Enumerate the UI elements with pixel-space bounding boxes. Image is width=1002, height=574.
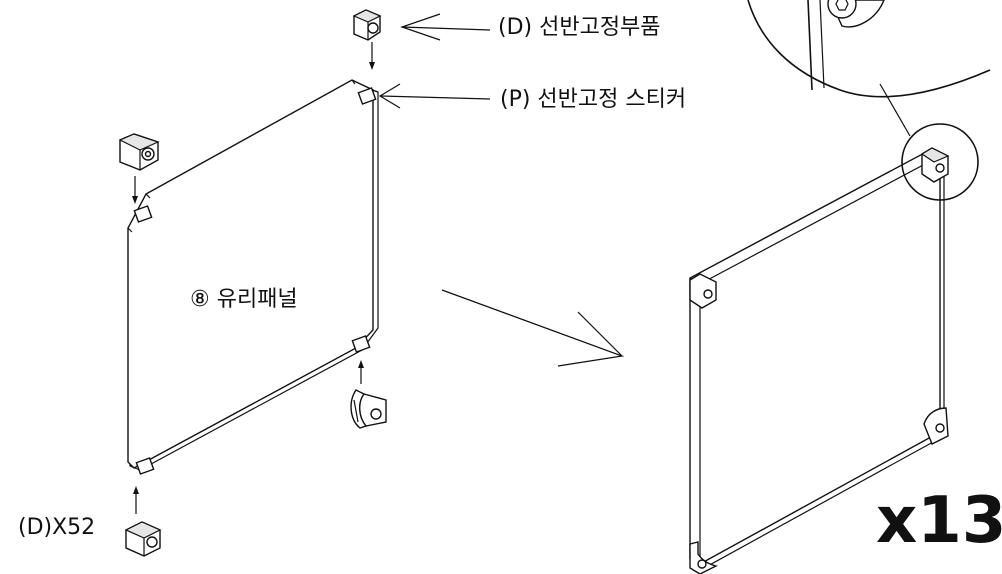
zoom-circle-icon	[747, 0, 991, 201]
repeat-count: x13	[876, 484, 1002, 558]
arrow-icon	[369, 62, 375, 70]
label-part-p: (P) 선반고정 스티커	[500, 87, 686, 112]
shelf-bracket-icon	[923, 407, 949, 445]
label-panel: ⑧ 유리패널	[190, 287, 298, 312]
sticker-bottom-left	[135, 457, 155, 475]
label-part-d: (D) 선반고정부품	[498, 15, 661, 40]
shelf-bracket-icon	[350, 389, 387, 429]
shelf-bracket-icon	[920, 147, 950, 183]
shelf-bracket-icon	[124, 521, 162, 557]
sticker-left	[133, 205, 153, 223]
arrow-icon	[441, 289, 625, 367]
label-part-d-qty: (D)X52	[18, 515, 95, 540]
sticker-top-right	[357, 87, 377, 105]
sticker-right-mid	[351, 335, 371, 353]
shelf-bracket-icon	[118, 133, 160, 171]
hex-screw-icon	[827, 0, 857, 19]
shelf-bracket-icon	[352, 9, 382, 41]
shelf-bracket-icon	[689, 273, 717, 309]
shelf-bracket-icon	[689, 541, 719, 574]
glass-panel-exploded	[127, 79, 379, 475]
